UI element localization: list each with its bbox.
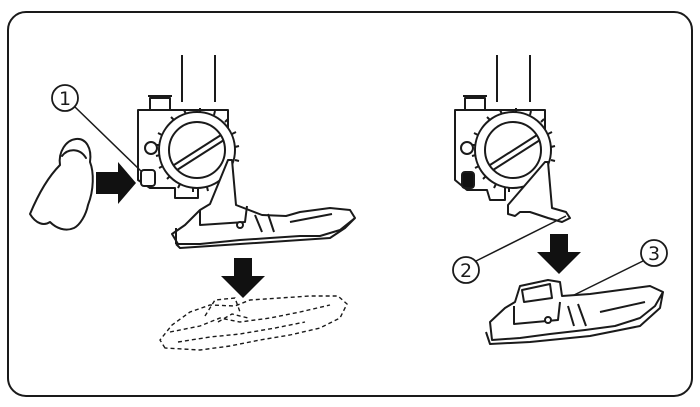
right-presser-foot-assembly	[454, 55, 571, 223]
dashed-foot-lower	[177, 321, 306, 343]
foot-rivet-r	[544, 316, 552, 324]
callout-2-label: 2	[460, 260, 472, 282]
foot-grooves	[254, 213, 333, 233]
arrow-down-icon-left	[221, 258, 265, 298]
foot-rivet	[236, 221, 244, 229]
callout-3-label: 3	[648, 243, 660, 265]
foot-slot	[199, 205, 248, 226]
dial-slot-r	[489, 134, 538, 166]
arrow-down-icon-right	[537, 234, 581, 274]
callout-1-leader	[74, 106, 143, 173]
callout-2-circle	[452, 256, 480, 284]
left-presser-foot-assembly	[137, 55, 356, 249]
foot-base-edge	[485, 291, 664, 345]
shank-r	[507, 161, 571, 223]
detached-presser-foot	[485, 279, 664, 345]
outer-frame	[7, 11, 693, 397]
callout-1-circle	[51, 84, 79, 112]
top-knob	[149, 97, 171, 111]
presser-foot-base-edge	[175, 217, 356, 249]
dial-slot-edge-r	[492, 139, 541, 171]
dashed-foot-mid	[169, 304, 331, 333]
holder-hole-r	[460, 141, 474, 155]
dashed-foot-slot	[204, 297, 241, 317]
foot-clip-bar	[521, 283, 553, 303]
callout-2: 2	[452, 215, 567, 284]
finger-press-icon	[29, 137, 94, 231]
arrow-right-icon	[96, 162, 136, 204]
dial-slot	[173, 134, 222, 166]
foot-grooves-r	[567, 301, 646, 327]
callout-2-leader	[475, 215, 567, 262]
callout-3-leader	[567, 260, 644, 299]
callout-1-label: 1	[59, 88, 71, 110]
fingernail	[61, 149, 87, 159]
callout-3: 3	[567, 239, 668, 299]
dial-slot-edge	[176, 139, 225, 171]
detached-foot-dashed	[159, 295, 348, 351]
dashed-foot-inner	[217, 313, 249, 323]
foot-slot-r	[513, 301, 561, 325]
foot-release-lever	[140, 169, 156, 187]
callout-1: 1	[51, 84, 143, 173]
top-knob-r	[464, 97, 486, 111]
callout-3-circle	[640, 239, 668, 267]
holder-hole	[144, 141, 158, 155]
foot-release-lever-r	[461, 171, 475, 189]
dashed-foot-outer	[159, 295, 348, 351]
finger-outline	[29, 137, 94, 231]
